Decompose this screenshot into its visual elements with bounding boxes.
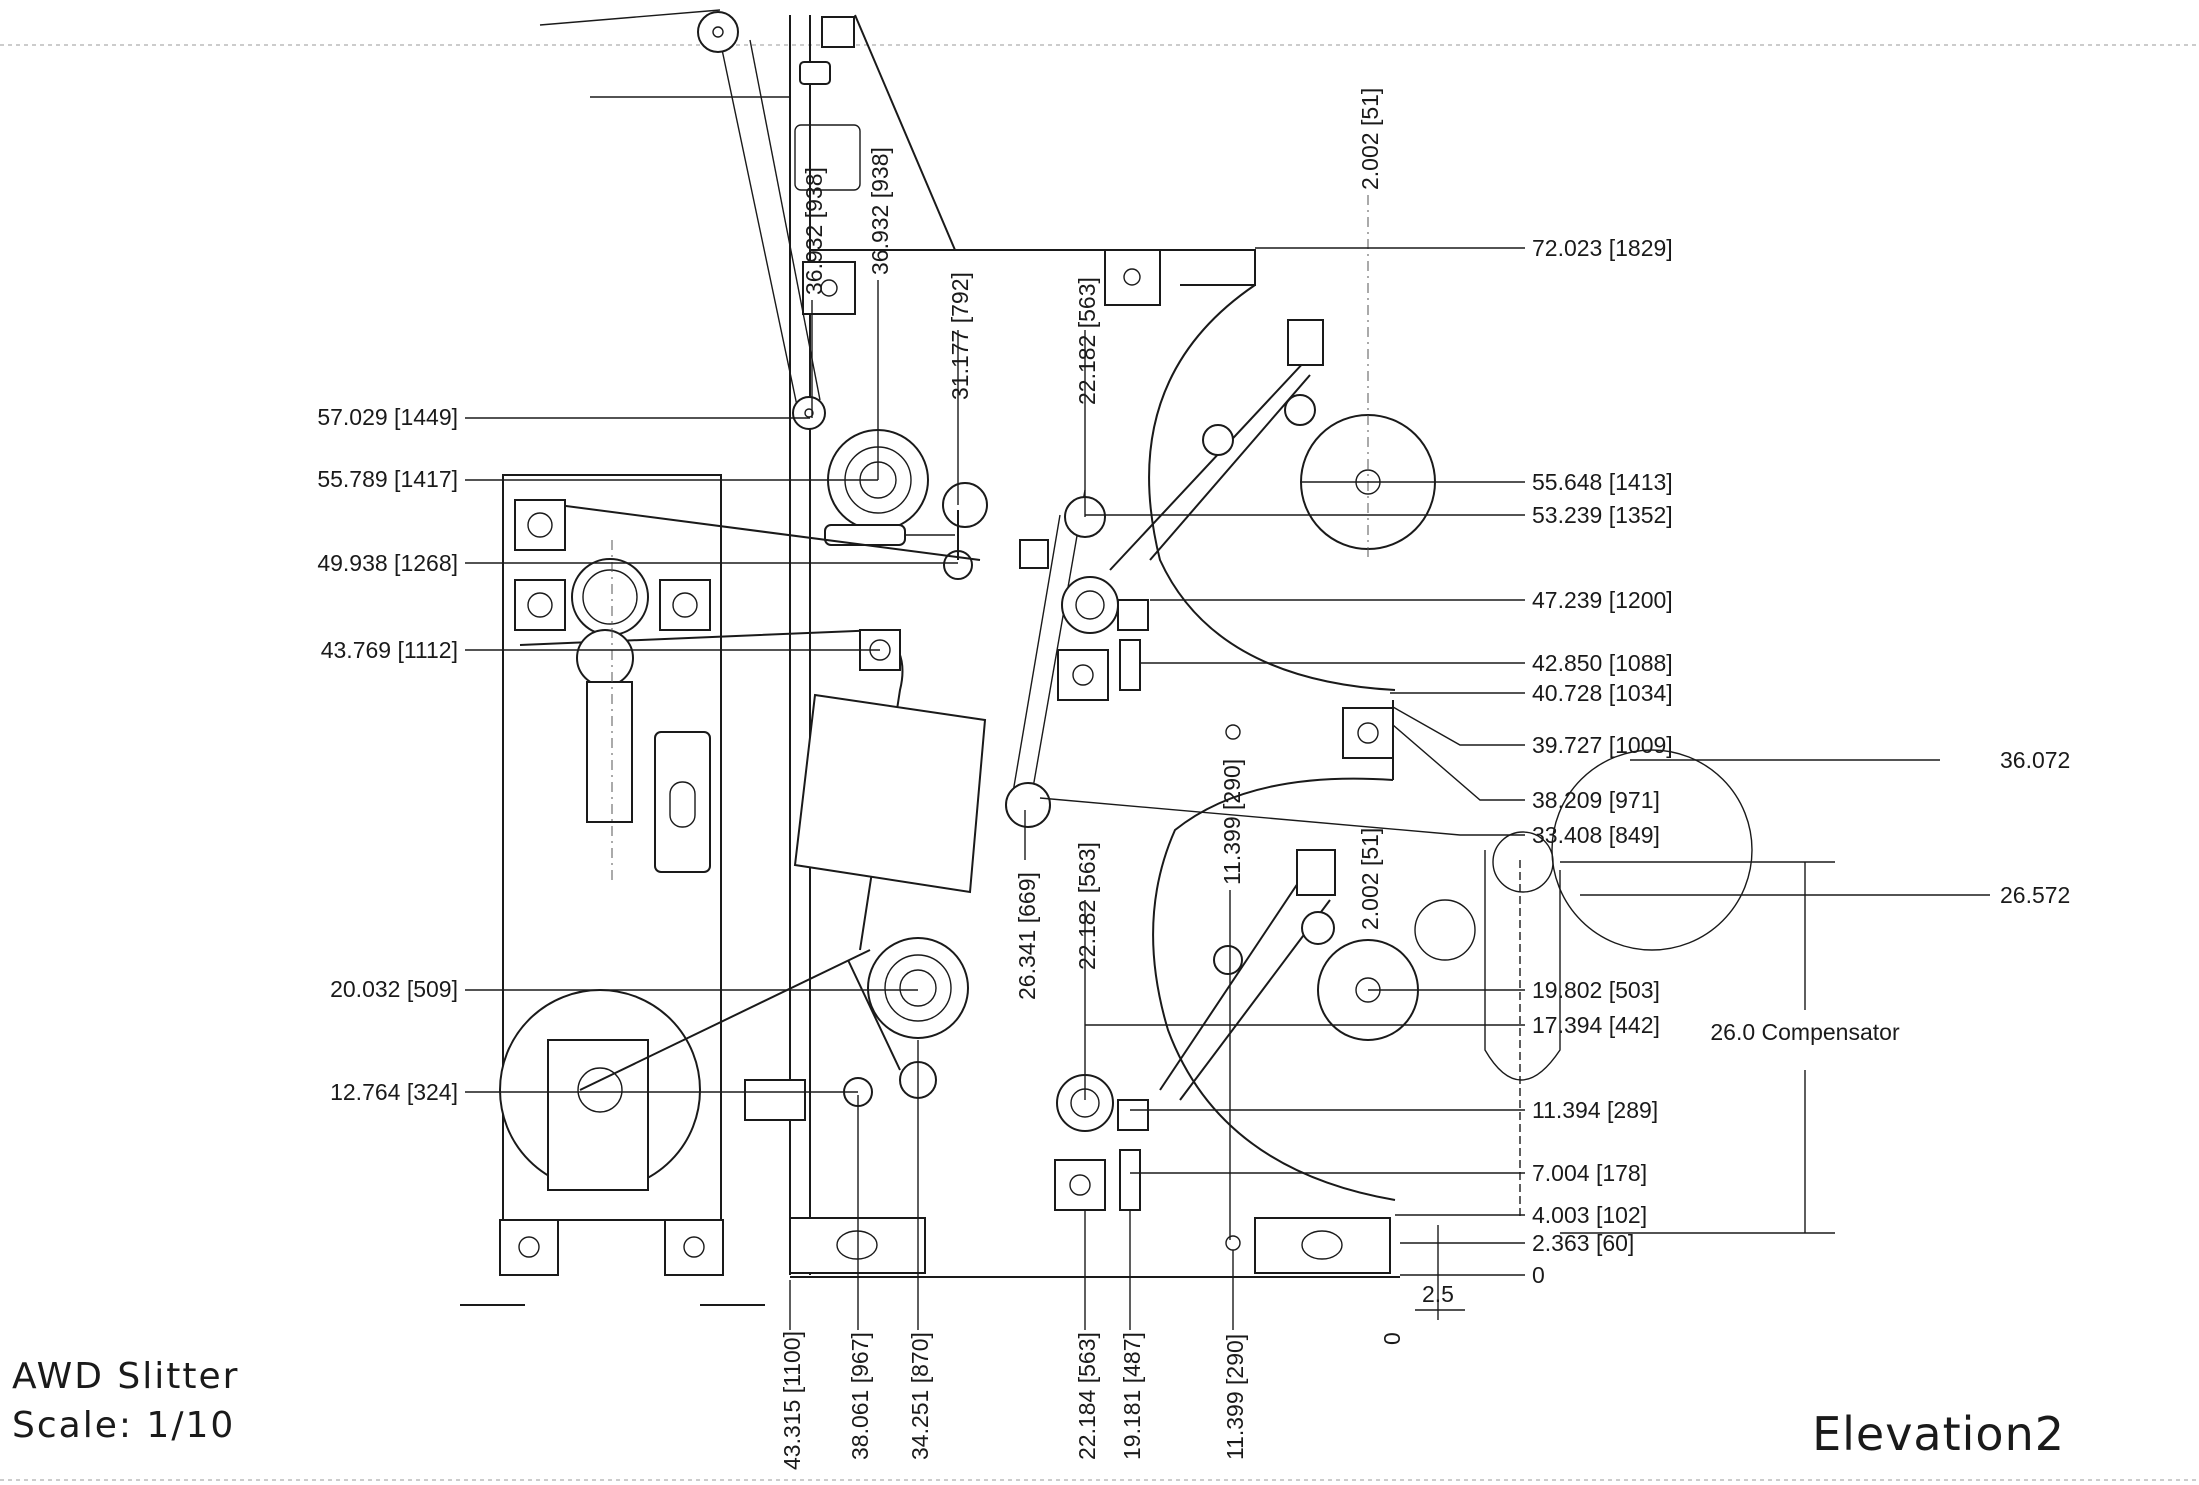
- dim-label: 22.184 [563]: [1074, 1332, 1100, 1460]
- dim-label: 36.932 [938]: [801, 167, 827, 295]
- dim-label: 26.572: [2000, 882, 2070, 908]
- dim-label: 40.728 [1034]: [1532, 680, 1673, 706]
- dim-label: 49.938 [1268]: [317, 550, 458, 576]
- dim-label: 38.209 [971]: [1532, 787, 1660, 813]
- dim-label: 31.177 [792]: [947, 272, 973, 400]
- dim-label: 53.239 [1352]: [1532, 502, 1673, 528]
- dim-label: 72.023 [1829]: [1532, 235, 1673, 261]
- dim-label: 34.251 [870]: [907, 1332, 933, 1460]
- dim-label: 55.789 [1417]: [317, 466, 458, 492]
- compensator-label: 26.0 Compensator: [1710, 1019, 1900, 1045]
- dim-label: 38.061 [967]: [847, 1332, 873, 1460]
- title-block: AWD Slitter Scale: 1/10 Elevation2: [12, 1356, 2065, 1461]
- view-title: Elevation2: [1812, 1407, 2065, 1461]
- dim-label: 20.032 [509]: [330, 976, 458, 1002]
- vertical-dimension-labels: 36.932 [938] 36.932 [938] 31.177 [792] 2…: [801, 88, 1383, 1000]
- drawing-scale: Scale: 1/10: [12, 1405, 235, 1446]
- dim-label: 39.727 [1009]: [1532, 732, 1673, 758]
- dim-label: 22.182 [563]: [1074, 277, 1100, 405]
- dim-label: 57.029 [1449]: [317, 404, 458, 430]
- left-dimension-labels: 57.029 [1449] 55.789 [1417] 49.938 [1268…: [317, 404, 458, 1105]
- bottom-dimension-labels: 43.315 [1100] 38.061 [967] 34.251 [870] …: [779, 1281, 1454, 1470]
- far-right-dimension-labels: 36.072 26.572 26.0 Compensator: [1710, 747, 2070, 1045]
- drawing-name: AWD Slitter: [12, 1356, 239, 1397]
- dim-label: 11.394 [289]: [1532, 1097, 1658, 1123]
- dim-label: 42.850 [1088]: [1532, 650, 1673, 676]
- dim-label: 2.002 [51]: [1357, 828, 1383, 930]
- dim-label: 26.341 [669]: [1014, 872, 1040, 1000]
- dimension-leaders: [465, 247, 1990, 1330]
- right-dimension-labels: 72.023 [1829] 55.648 [1413] 53.239 [1352…: [1532, 235, 1673, 1288]
- dim-label: 11.399 [290]: [1222, 1334, 1248, 1460]
- dim-label: 19.802 [503]: [1532, 977, 1660, 1003]
- dim-label: 2.5: [1422, 1281, 1454, 1307]
- sheet-border: [0, 44, 2199, 1481]
- dim-label: 17.394 [442]: [1532, 1012, 1660, 1038]
- dim-label: 43.315 [1100]: [779, 1331, 805, 1470]
- dim-label: 0: [1379, 1332, 1405, 1345]
- dim-label: 36.072: [2000, 747, 2070, 773]
- dim-label: 2.363 [60]: [1532, 1230, 1634, 1256]
- dim-label: 47.239 [1200]: [1532, 587, 1673, 613]
- dim-label: 19.181 [487]: [1119, 1332, 1145, 1460]
- dim-label: 4.003 [102]: [1532, 1202, 1647, 1228]
- dim-label: 36.932 [938]: [867, 147, 893, 275]
- dim-label: 2.002 [51]: [1357, 88, 1383, 190]
- machine-geometry: [460, 9, 1753, 1306]
- dim-label: 0: [1532, 1262, 1545, 1288]
- dim-label: 33.408 [849]: [1532, 822, 1660, 848]
- dim-label: 12.764 [324]: [330, 1079, 458, 1105]
- dim-label: 43.769 [1112]: [321, 637, 458, 663]
- dim-label: 7.004 [178]: [1532, 1160, 1647, 1186]
- dim-label: 55.648 [1413]: [1532, 469, 1673, 495]
- dim-label: 22.182 [563]: [1074, 842, 1100, 970]
- dim-label: 11.399 [290]: [1219, 759, 1245, 885]
